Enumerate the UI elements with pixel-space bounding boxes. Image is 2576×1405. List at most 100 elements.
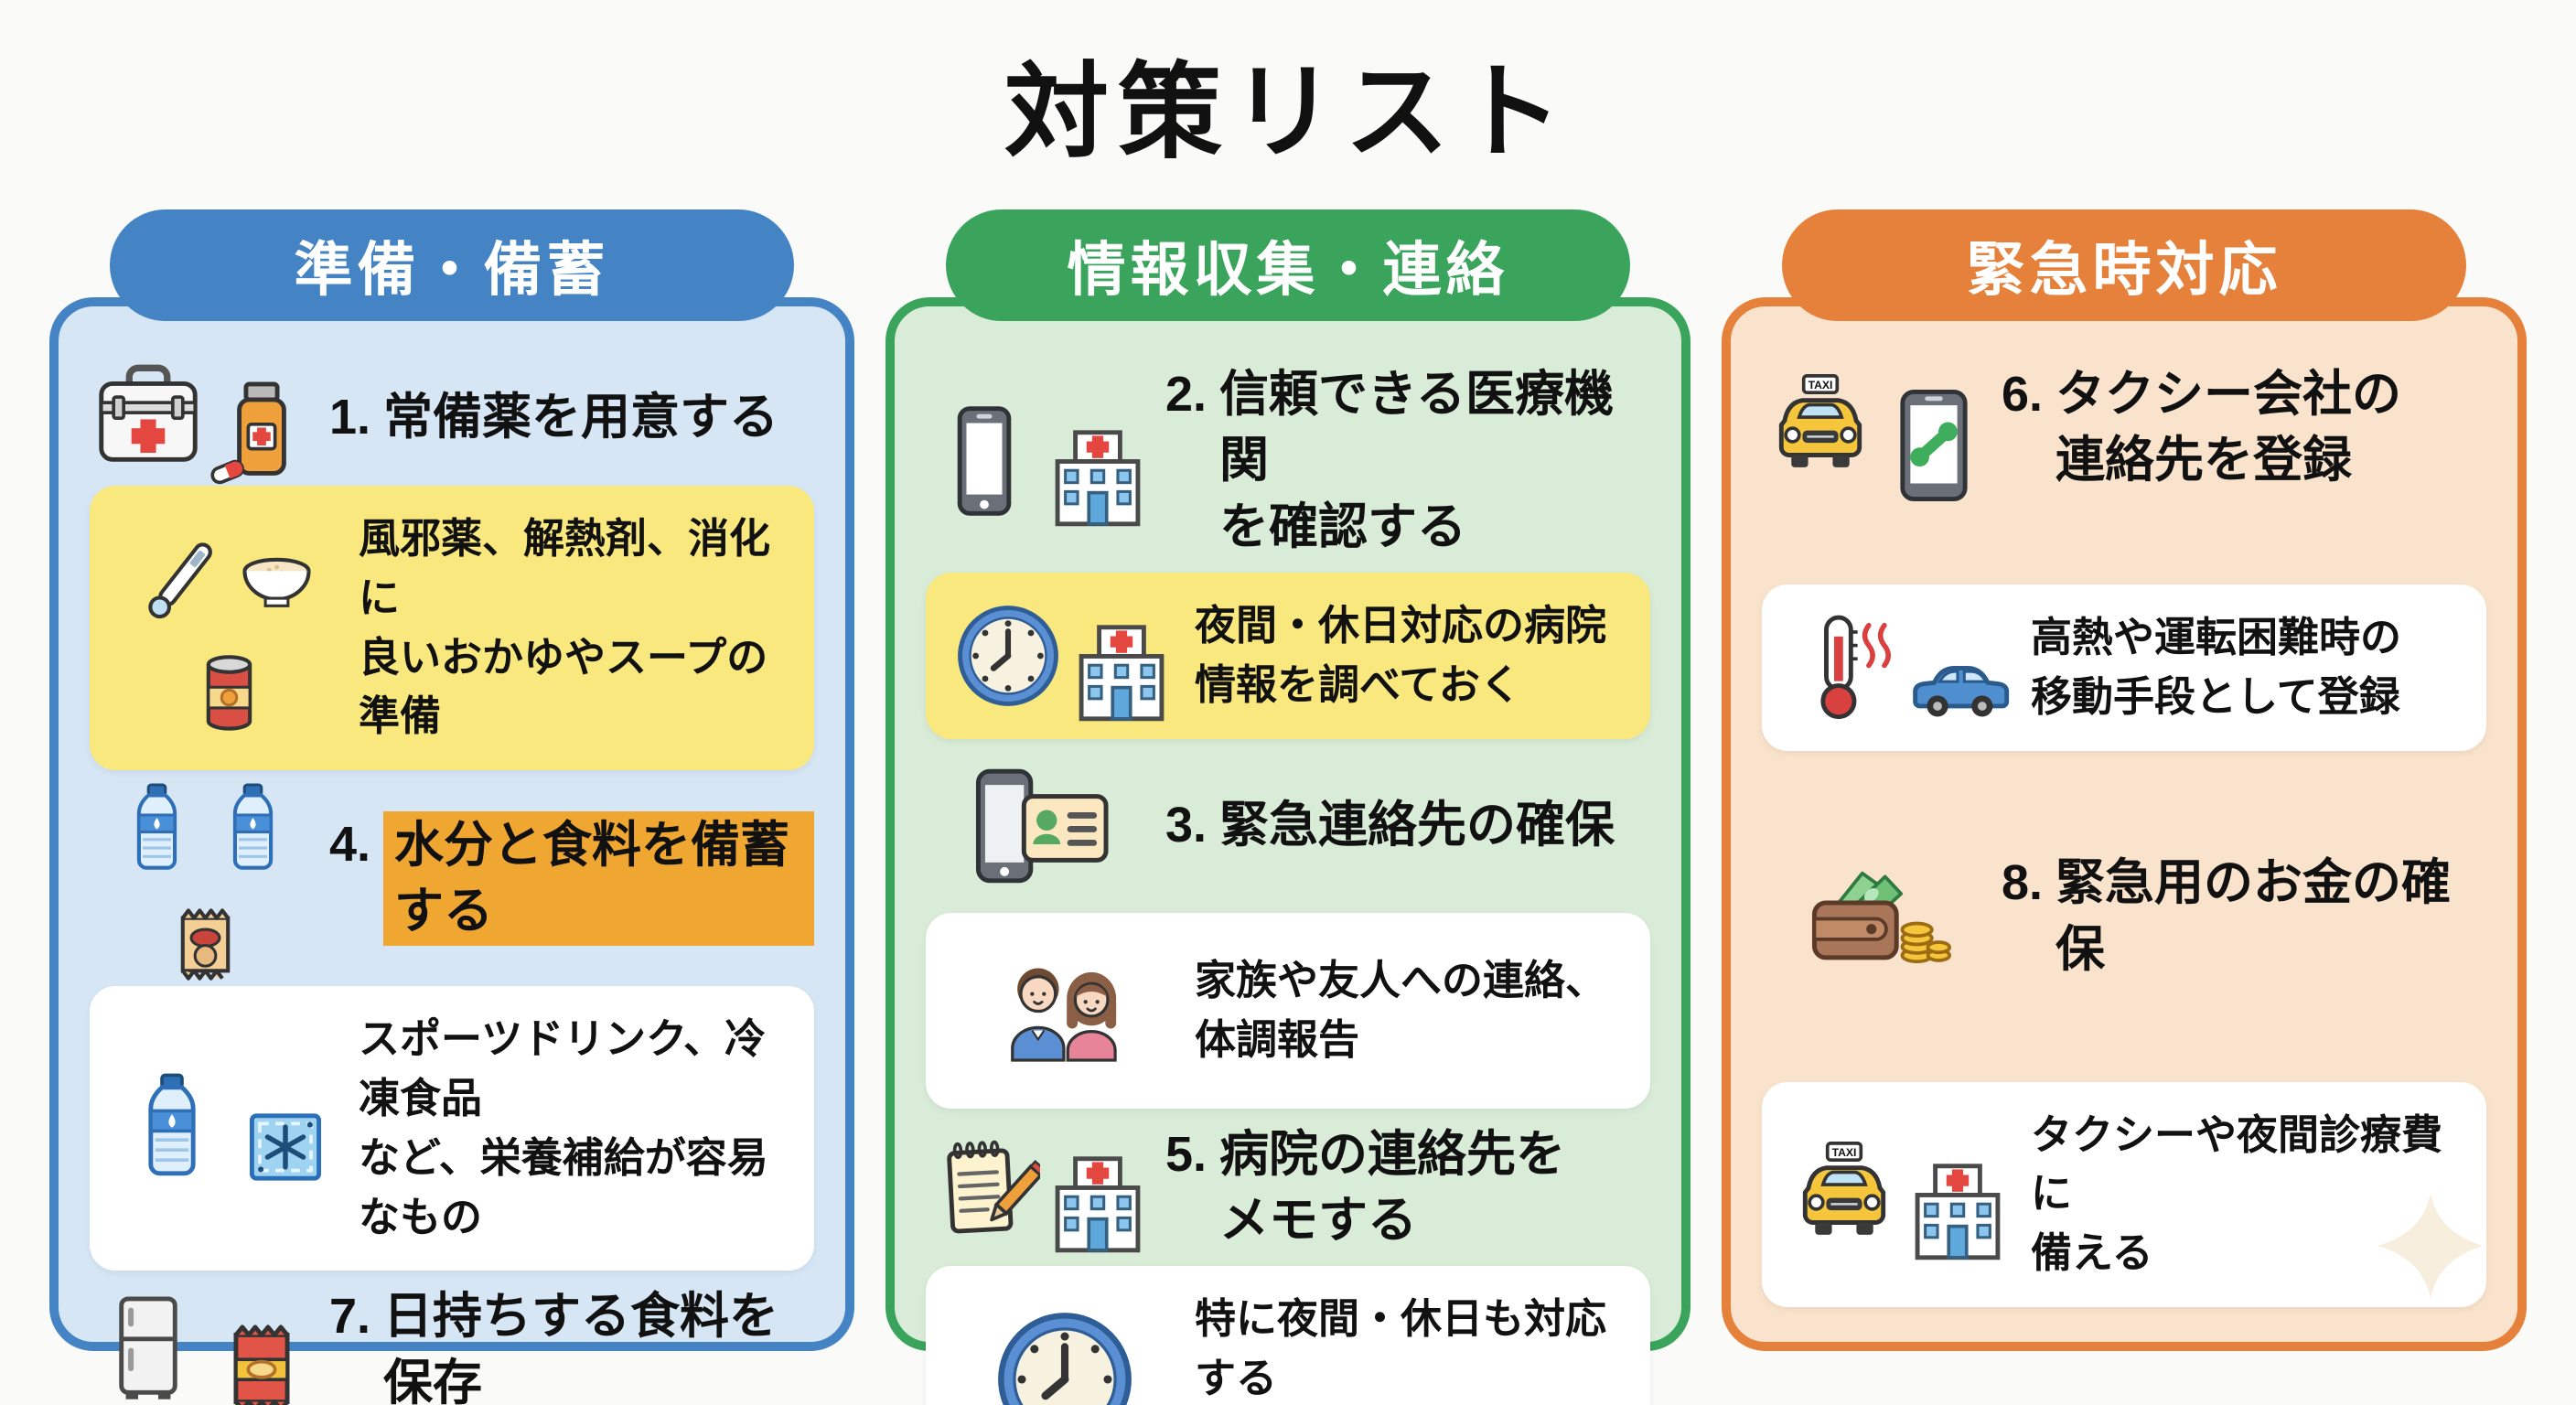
note-text: 家族や友人への連絡、 体調報告 [1195, 956, 1607, 1063]
item-row: 7.日持ちする食料を保存 [90, 1283, 814, 1405]
contact-phone-icon [967, 752, 1115, 900]
columns: 準備・備蓄 1.常備薬を用意する風邪薬、解熱剤、消化に 良いおかゆやスープの準備 4… [0, 209, 2576, 1405]
fever-thermometer-icon [1788, 612, 1900, 724]
column-header-pill: 準備・備蓄 [110, 209, 794, 321]
clock-icon [991, 1305, 1139, 1405]
note-text: スポーツドリンク、冷凍食品 など、栄養補給が容易なもの [359, 1015, 768, 1240]
note-box: タクシーや夜間診療費に 備える [1762, 1081, 2486, 1307]
item-label: 緊急連絡先の確保 [1219, 798, 1615, 853]
item-text: 8.緊急用のお金の確保 [2002, 850, 2486, 982]
column-header-pill: 情報収集・連絡 [946, 209, 1630, 321]
note-box: 高熱や運転困難時の 移動手段として登録 [1762, 585, 2486, 752]
fridge-icon [92, 1294, 204, 1405]
icon-cluster [1762, 371, 1992, 483]
column-panel: 1.常備薬を用意する風邪薬、解熱剤、消化に 良いおかゆやスープの準備 4.水分と食… [49, 297, 854, 1405]
snack-red-icon [206, 1313, 317, 1405]
item-number: 1. [329, 389, 371, 445]
first-aid-kit-icon [92, 361, 204, 473]
item-number: 7. [329, 1289, 371, 1345]
note-text: タクシーや夜間診療費に 備える [2031, 1110, 2443, 1277]
taxi-icon [1765, 371, 1876, 483]
water-bottle-icon [116, 1073, 228, 1185]
column-header-label: 緊急時対応 [1966, 237, 2282, 303]
item-number: 5. [1165, 1126, 1208, 1182]
snack-tan-icon [158, 897, 252, 992]
note-box: 特に夜間・休日も対応する 医療機関の情報 [926, 1266, 1650, 1405]
item-label: 常備薬を用意する [383, 389, 779, 445]
icon-cluster [90, 361, 320, 473]
icon-cluster [1786, 1139, 2016, 1250]
item-row: 6.タクシー会社の 連絡先を登録 [1762, 361, 2486, 494]
frozen-pack-icon [230, 1091, 341, 1203]
item-row: 4.水分と食料を備蓄する [90, 783, 814, 973]
item-label: 日持ちする食料を保存 [383, 1289, 779, 1405]
porridge-bowl-icon [230, 533, 324, 627]
item-label: 病院の連絡先を メモする [1219, 1126, 1566, 1249]
note-box: 夜間・休日対応の病院 情報を調べておく [926, 573, 1650, 739]
column-panel: 2.信頼できる医療機関 を確認する夜間・休日対応の病院 情報を調べておく 3.緊急… [886, 297, 1690, 1405]
item-row: 3.緊急連絡先の確保 [926, 752, 1650, 900]
item-text: 2.信頼できる医療機関 を確認する [1165, 361, 1650, 560]
note-box: スポーツドリンク、冷凍食品 など、栄養補給が容易なもの [90, 986, 814, 1271]
water-bottle-icon [206, 783, 300, 877]
item-label: 緊急用のお金の確保 [2055, 855, 2452, 977]
item-number: 8. [2002, 855, 2044, 911]
item-number: 3. [1165, 798, 1208, 853]
item-row: 2.信頼できる医療機関 を確認する [926, 361, 1650, 560]
call-phone-icon [1878, 390, 1990, 501]
page-title: 対策リスト [1004, 55, 1572, 171]
sparkle-icon [2375, 1190, 2486, 1302]
hospital-icon [1042, 1150, 1154, 1261]
note-text: 風邪薬、解熱剤、消化に 良いおかゆやスープの準備 [359, 515, 771, 740]
note-text: 特に夜間・休日も対応する 医療機関の情報 [1195, 1295, 1607, 1402]
smartphone-icon [928, 405, 1040, 517]
item-label: 水分と食料を備蓄する [383, 810, 814, 946]
icon-cluster [1762, 842, 1992, 991]
column-header-label: 準備・備蓄 [294, 237, 610, 303]
item-text: 6.タクシー会社の 連絡先を登録 [2002, 361, 2486, 494]
item-text: 4.水分と食料を備蓄する [329, 810, 814, 946]
item-number: 4. [329, 816, 371, 872]
water-bottle-icon [110, 783, 204, 877]
item-number: 2. [1165, 367, 1208, 422]
wallet-money-icon [1803, 842, 1951, 991]
note-text: 夜間・休日対応の病院 情報を調べておく [1195, 602, 1607, 708]
thermometer-icon [134, 533, 228, 627]
item-text: 3.緊急連絡先の確保 [1165, 792, 1650, 858]
item-number: 6. [2002, 367, 2044, 422]
icon-cluster [926, 405, 1156, 517]
item-label: タクシー会社の 連絡先を登録 [2055, 367, 2402, 488]
notepad-icon [928, 1132, 1040, 1243]
car-icon [1902, 630, 2013, 742]
soup-can-icon [182, 648, 276, 742]
item-row: 1.常備薬を用意する [90, 361, 814, 473]
family-couple-icon [991, 937, 1139, 1085]
icon-cluster [90, 783, 320, 973]
note-box: 家族や友人への連絡、 体調報告 [926, 912, 1650, 1109]
item-text: 5.病院の連絡先を メモする [1165, 1121, 1650, 1254]
icon-cluster [950, 1305, 1180, 1405]
hospital-icon [1042, 424, 1154, 535]
icon-cluster [926, 752, 1156, 900]
icon-cluster [950, 600, 1180, 712]
column-header-label: 情報収集・連絡 [1067, 237, 1509, 303]
column-preparation-stockpile: 準備・備蓄 1.常備薬を用意する風邪薬、解熱剤、消化に 良いおかゆやスープの準備 4… [49, 209, 854, 1405]
icon-cluster [926, 1132, 1156, 1243]
column-panel: 6.タクシー会社の 連絡先を登録高熱や運転困難時の 移動手段として登録 8.緊急用… [1722, 297, 2527, 1351]
item-label: 信頼できる医療機関 を確認する [1219, 367, 1614, 554]
note-box: 風邪薬、解熱剤、消化に 良いおかゆやスープの準備 [90, 486, 814, 771]
icon-cluster [113, 533, 344, 724]
icon-cluster [90, 1294, 320, 1405]
note-text: 高熱や運転困難時の 移動手段として登録 [2031, 614, 2402, 721]
clock-icon [952, 600, 1064, 712]
hospital-icon [1066, 618, 1177, 730]
icon-cluster [113, 1073, 344, 1185]
medicine-bottle-icon [206, 380, 317, 491]
icon-cluster [950, 937, 1180, 1085]
column-header-pill: 緊急時対応 [1782, 209, 2466, 321]
item-row: 8.緊急用のお金の確保 [1762, 842, 2486, 991]
icon-cluster [1786, 612, 2016, 724]
